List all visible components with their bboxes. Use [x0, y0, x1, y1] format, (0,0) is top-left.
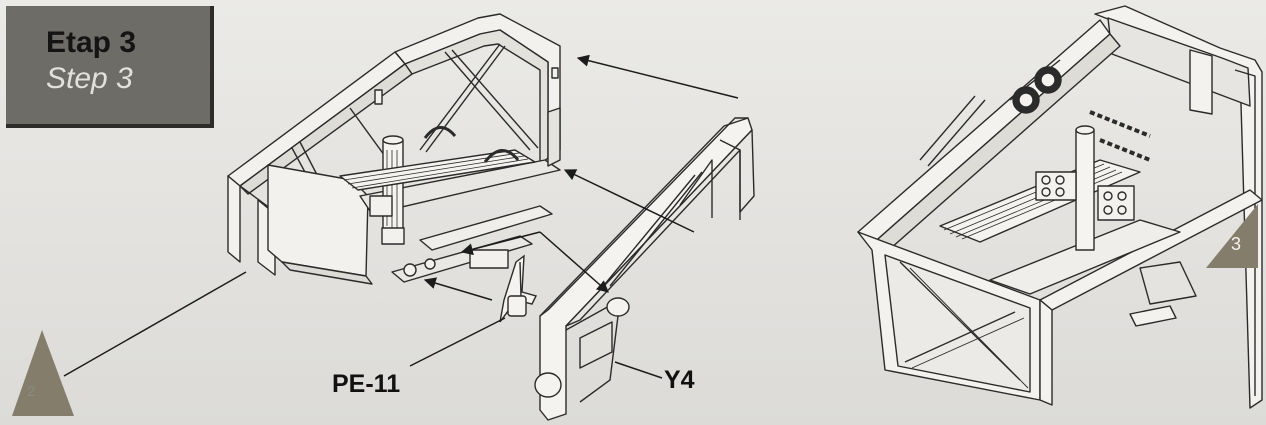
- next-step-marker: [1206, 204, 1258, 268]
- next-step-number: 3: [1231, 234, 1242, 254]
- step-header-badge: Etap 3 Step 3: [6, 6, 214, 128]
- step-subtitle: Step 3: [46, 62, 133, 95]
- cart-body-drawing: [227, 13, 561, 285]
- part-label-pe11: PE-11: [332, 370, 401, 398]
- step-title: Etap 3: [46, 26, 137, 59]
- hitch-piece-drawing: [499, 254, 538, 323]
- assembly-arrows: [63, 54, 739, 379]
- part-label-y4: Y4: [664, 366, 695, 394]
- previous-step-number: 2: [27, 383, 36, 400]
- completed-cart-drawing: [857, 5, 1263, 409]
- previous-step-marker: [12, 330, 74, 416]
- side-panel-drawing: [534, 117, 755, 421]
